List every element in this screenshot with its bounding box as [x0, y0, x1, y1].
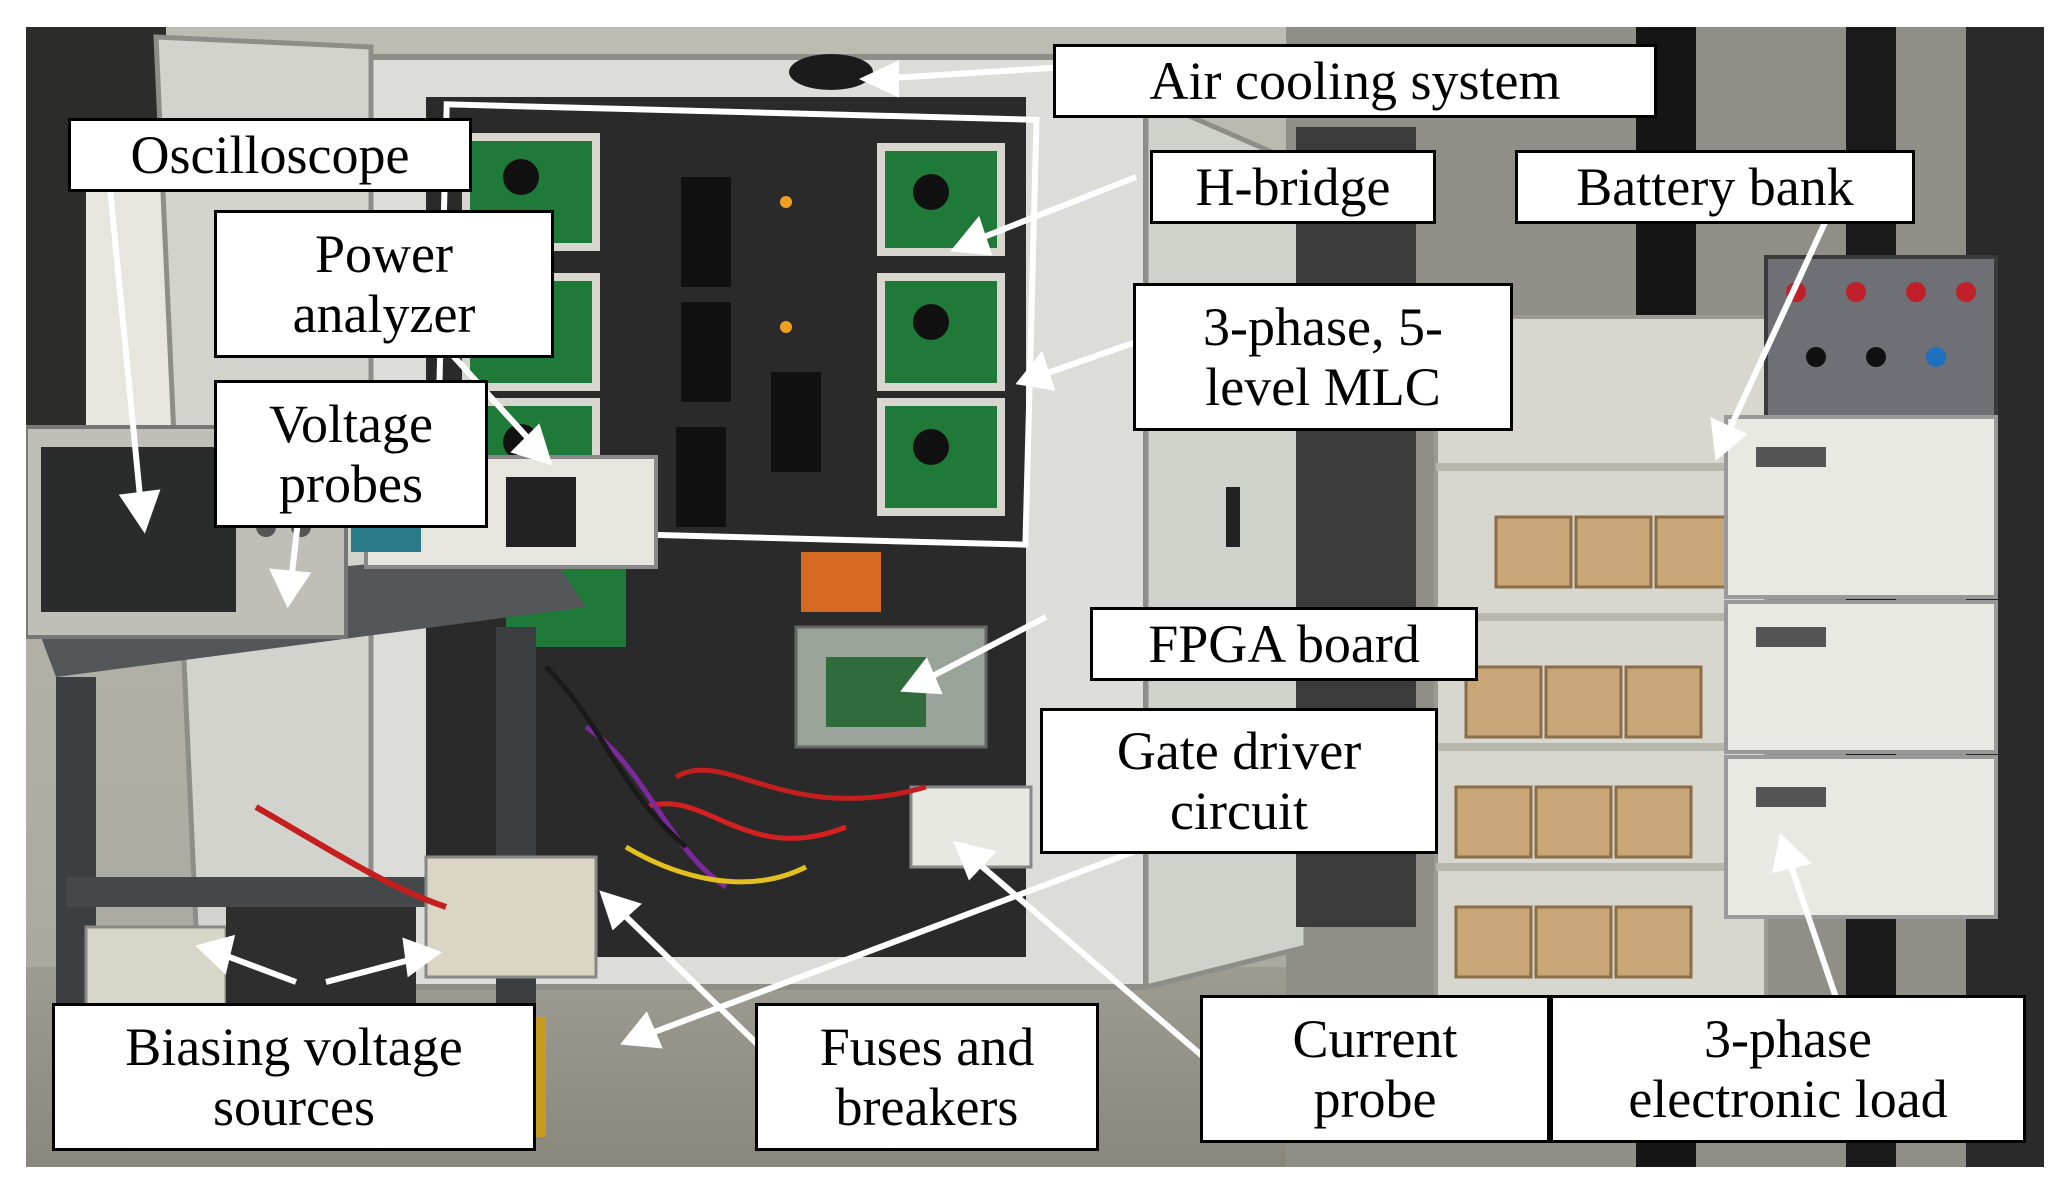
wiring — [544, 665, 927, 890]
power-analyzer-screen — [506, 477, 576, 547]
lab-scene — [26, 27, 2044, 1167]
fuse-box — [424, 855, 598, 979]
orange-module — [801, 552, 881, 612]
battery-cells — [1454, 515, 1733, 979]
bench-wires — [254, 804, 447, 910]
load-displays — [1756, 447, 1826, 807]
door-handle — [1226, 487, 1240, 547]
load-terminals — [1786, 282, 1976, 367]
cooling-fan — [789, 54, 873, 90]
lab-photo — [26, 27, 2044, 1167]
battery-shelf — [1434, 315, 1768, 999]
annotation-arrows — [103, 60, 1849, 1075]
shelf-boards — [1436, 463, 1766, 871]
load-units — [1724, 415, 1998, 919]
gate-driver-board — [426, 1017, 546, 1137]
vent-column — [1296, 127, 1416, 927]
power-analyzer-side — [351, 472, 421, 552]
